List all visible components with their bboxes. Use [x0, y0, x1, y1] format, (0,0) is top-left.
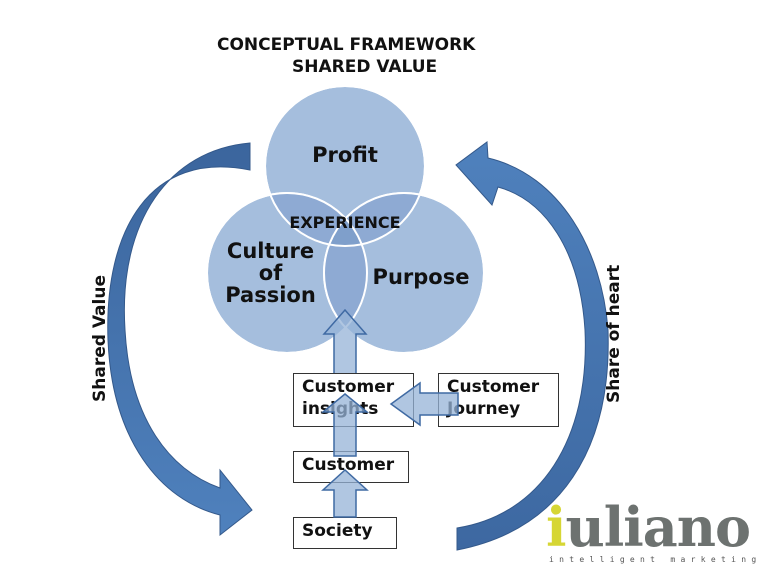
box-customer-journey: Customer Journey [438, 373, 559, 427]
overlap-profit-purpose [324, 193, 425, 246]
box-customer: Customer [293, 451, 409, 483]
culture-of-passion-label: Culture of Passion [218, 240, 323, 306]
title-line-1: CONCEPTUAL FRAMEWORK [217, 35, 476, 55]
shared-value-side-label: Shared Value [90, 275, 110, 402]
title-line-2: SHARED VALUE [292, 57, 438, 77]
customer-journey-line-2: Journey [447, 399, 521, 419]
box-society: Society [293, 517, 397, 549]
culture-label-line-2: of [258, 261, 283, 286]
experience-label: EXPERIENCE [289, 213, 401, 232]
logo-first-letter: i [546, 495, 566, 559]
customer-insights-line-1: Customer [302, 377, 395, 397]
logo-rest: uliano [565, 495, 752, 559]
culture-label-line-1: Culture [226, 239, 315, 263]
box-customer-insights: Customer insights [293, 373, 414, 427]
customer-insights-line-2: insights [302, 399, 379, 419]
purpose-label: Purpose [372, 265, 470, 289]
logo-tagline: intelligent marketing [549, 555, 762, 564]
overlap-profit-culture [265, 193, 367, 246]
iuliano-logo: iuliano [546, 500, 751, 554]
profit-label: Profit [312, 143, 378, 167]
arrow-insights-to-venn [322, 308, 368, 381]
right-curved-arrow [455, 141, 609, 551]
left-curved-arrow [107, 142, 253, 537]
venn-diagram [206, 85, 485, 354]
share-of-heart-side-label: Share of heart [604, 264, 624, 403]
culture-label-line-3: Passion [225, 283, 316, 308]
customer-journey-line-1: Customer [447, 377, 540, 397]
